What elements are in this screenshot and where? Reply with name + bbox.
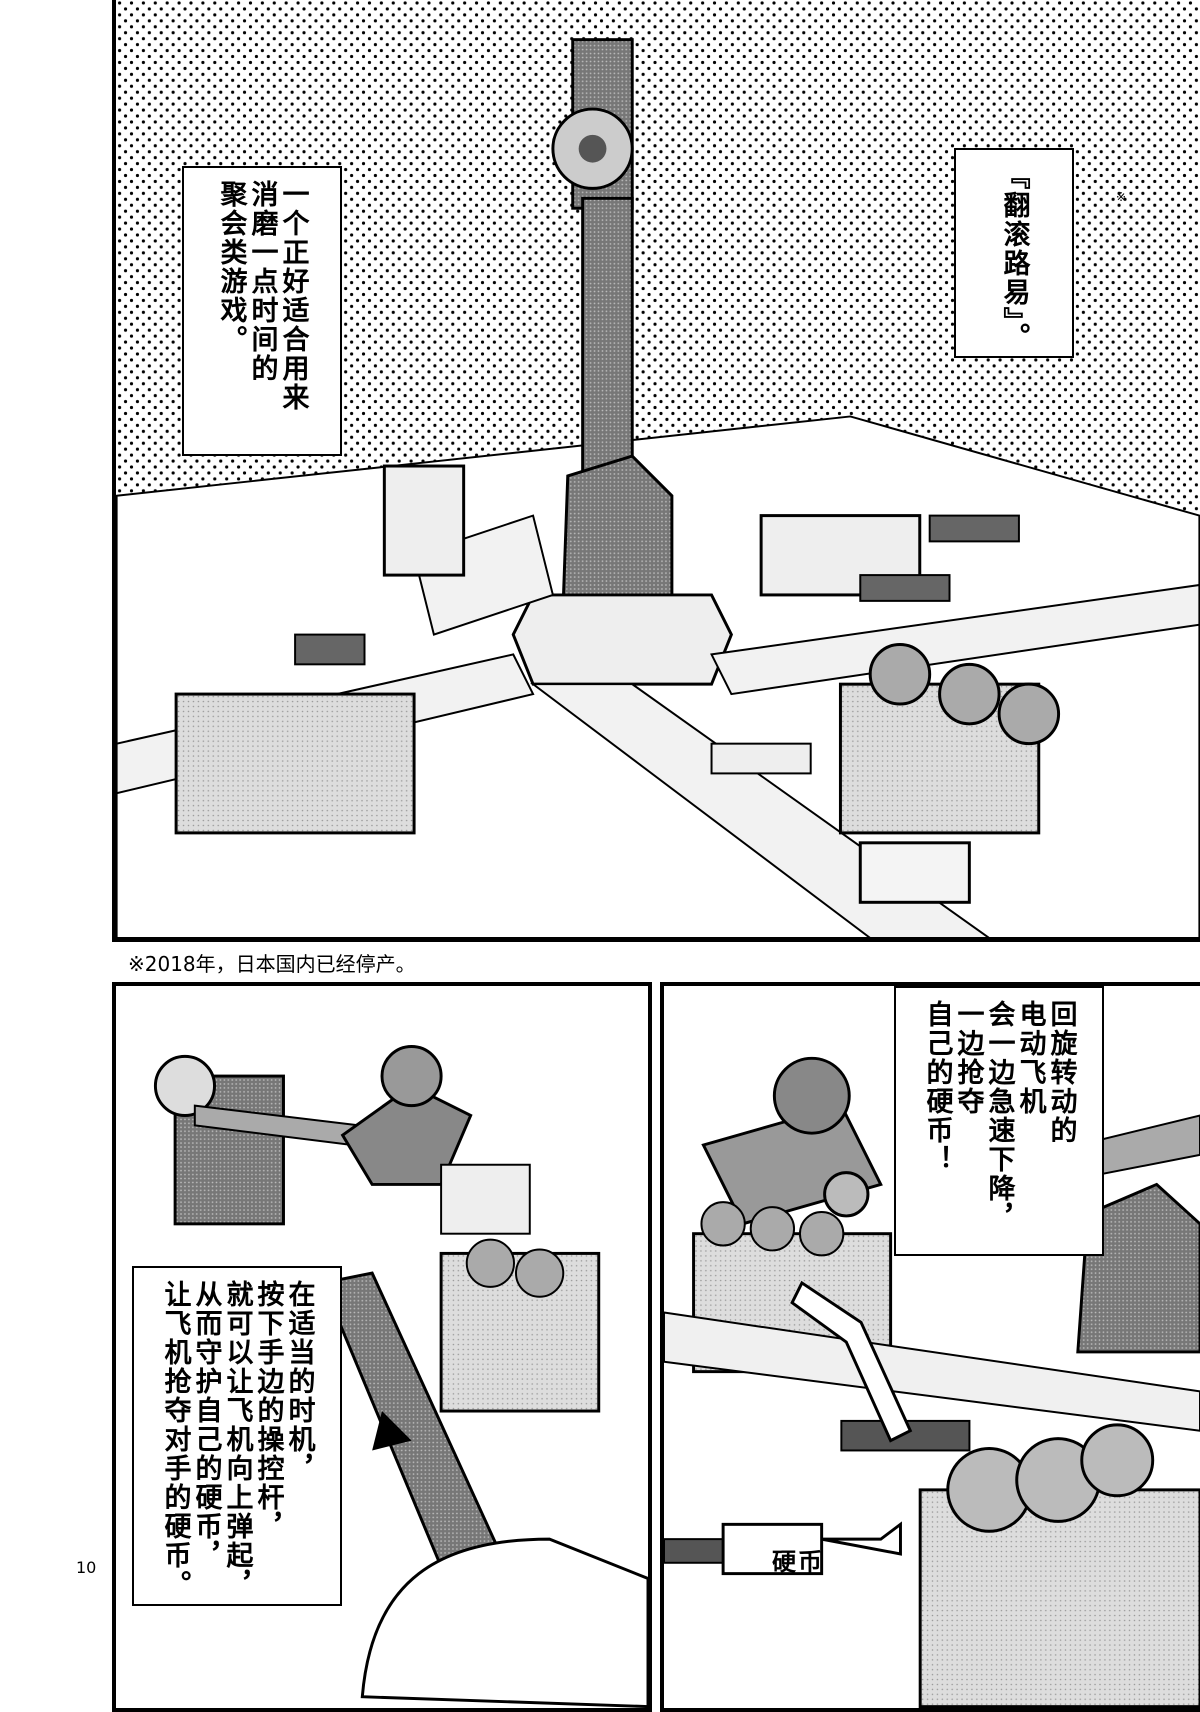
airplane-coin-illustration — [664, 987, 1200, 1708]
caption-line: 聚会类游戏。 — [215, 180, 247, 354]
caption-box-description: 一个正好适合用来 消磨一点时间的 聚会类游戏。 — [182, 166, 342, 456]
coin-label: 硬币 — [772, 1548, 824, 1576]
caption-line: 从而守护自己的硬币， — [190, 1280, 222, 1570]
caption-box-lever-explanation: 在适当的时机， 按下手边的操控杆， 就可以让飞机向上弹起， 从而守护自己的硬币，… — [132, 1266, 342, 1606]
caption-box-airplane-explanation: 回旋转动的 电动飞机 会一边急速下降， 一边抢夺 自己的硬币！ — [894, 986, 1104, 1256]
caption-line: 在适当的时机， — [283, 1280, 315, 1483]
toy-board-illustration — [116, 0, 1200, 938]
panel-top: 『翻滚路易』。 ※ 一个正好适合用来 消磨一点时间的 聚会类游戏。 — [112, 0, 1200, 942]
caption-line: 就可以让飞机向上弹起， — [221, 1280, 253, 1599]
caption-line: 回旋转动的 — [1045, 1000, 1077, 1145]
panel-bottom-right: 回旋转动的 电动飞机 会一边急速下降， 一边抢夺 自己的硬币！ 硬币 — [660, 982, 1200, 1712]
caption-line: 消磨一点时间的 — [246, 180, 278, 383]
caption-line: 会一边急速下降， — [983, 1000, 1015, 1232]
caption-line: 自己的硬币！ — [921, 1000, 953, 1174]
caption-line: 按下手边的操控杆， — [252, 1280, 284, 1541]
caption-line: 让飞机抢夺对手的硬币。 — [159, 1280, 191, 1599]
page-number: 10 — [76, 1558, 97, 1577]
caption-line: 电动飞机 — [1014, 1000, 1046, 1116]
panel-bottom-left: 在适当的时机， 按下手边的操控杆， 就可以让飞机向上弹起， 从而守护自己的硬币，… — [112, 982, 652, 1712]
caption-line: 一个正好适合用来 — [277, 180, 309, 412]
reference-mark: ※ — [1116, 190, 1127, 204]
footnote: ※2018年，日本国内已经停产。 — [128, 952, 416, 976]
caption-box-game-name: 『翻滚路易』。 — [954, 148, 1074, 358]
caption-line: 『翻滚路易』。 — [998, 162, 1030, 352]
caption-line: 一边抢夺 — [952, 1000, 984, 1116]
